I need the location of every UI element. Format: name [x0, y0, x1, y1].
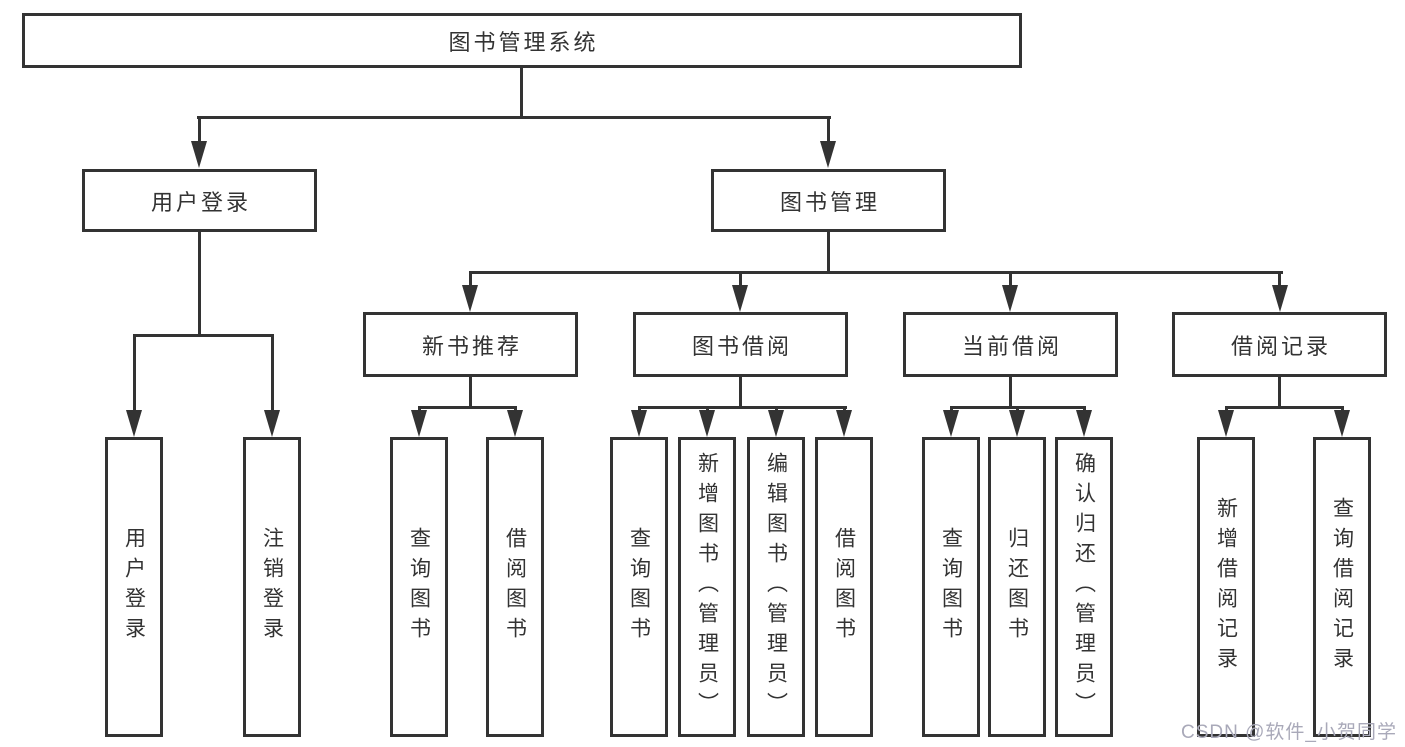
node-borrowing-records: 借阅记录: [1172, 312, 1387, 377]
leaf-add-book-admin: 新增图书（管理员）: [678, 437, 736, 737]
leaf-query-book-recommend: 查询图书: [390, 437, 448, 737]
node-book-borrowing: 图书借阅: [633, 312, 848, 377]
connector-user-login-rail: [132, 334, 274, 337]
connector-borrowing-records-stub: [1278, 377, 1281, 409]
connector-to-leaf-logout: [270, 334, 274, 416]
node-book-management: 图书管理: [711, 169, 946, 232]
arrowhead-leaf: [631, 410, 647, 437]
connector-to-book-management: [827, 116, 830, 144]
node-new-book-recommendation: 新书推荐: [363, 312, 578, 377]
leaf-query-book-current: 查询图书: [922, 437, 980, 737]
arrowhead-book-management: [820, 141, 836, 168]
leaf-borrow-book-recommend: 借阅图书: [486, 437, 544, 737]
connector-book-management-stub: [827, 232, 830, 274]
arrowhead-leaf: [1334, 410, 1350, 437]
arrowhead-book-borrowing: [732, 285, 748, 312]
arrowhead-current-borrowing: [1002, 285, 1018, 312]
leaf-query-book-borrowing: 查询图书: [610, 437, 668, 737]
arrowhead-leaf: [699, 410, 715, 437]
node-root: 图书管理系统: [22, 13, 1022, 68]
connector-to-borrowing-records: [1278, 271, 1281, 289]
connector-to-book-borrowing: [739, 271, 742, 289]
csdn-watermark: CSDN @软件_小贺同学: [1181, 722, 1397, 743]
arrowhead-leaf: [411, 410, 427, 437]
connector-user-login-stub: [197, 232, 201, 337]
leaf-confirm-return-admin: 确认归还（管理员）: [1055, 437, 1113, 737]
node-current-borrowing: 当前借阅: [903, 312, 1118, 377]
connector-to-user-login: [197, 116, 201, 144]
leaf-return-book: 归还图书: [988, 437, 1046, 737]
arrowhead-leaf: [768, 410, 784, 437]
arrowhead-borrowing-records: [1272, 285, 1288, 312]
connector-new-book-rail: [417, 406, 517, 409]
arrowhead-leaf: [836, 410, 852, 437]
connector-new-book-stub: [469, 377, 472, 409]
leaf-user-login: 用户登录: [105, 437, 163, 737]
connector-current-borrowing-stub: [1009, 377, 1012, 409]
arrowhead-new-book: [462, 285, 478, 312]
leaf-query-borrow-record: 查询借阅记录: [1313, 437, 1371, 737]
node-user-login: 用户登录: [82, 169, 317, 232]
arrowhead-leaf: [507, 410, 523, 437]
connector-level3-rail: [468, 271, 1283, 274]
connector-book-borrowing-stub: [739, 377, 742, 409]
arrowhead-leaf: [1218, 410, 1234, 437]
leaf-add-borrow-record: 新增借阅记录: [1197, 437, 1255, 737]
connector-root-stub: [520, 68, 523, 118]
leaf-logout: 注销登录: [243, 437, 301, 737]
arrowhead-leaf-logout: [264, 410, 280, 437]
arrowhead-user-login: [191, 141, 207, 168]
connector-borrowing-records-rail: [1224, 406, 1344, 409]
connector-book-borrowing-rail: [637, 406, 847, 409]
connector-to-new-book: [469, 271, 472, 289]
arrowhead-leaf: [943, 410, 959, 437]
arrowhead-leaf-login: [126, 410, 142, 437]
arrowhead-leaf: [1009, 410, 1025, 437]
connector-to-current-borrowing: [1009, 271, 1012, 289]
leaf-edit-book-admin: 编辑图书（管理员）: [747, 437, 805, 737]
connector-to-leaf-login: [132, 334, 136, 416]
connector-level2-rail: [197, 116, 831, 119]
arrowhead-leaf: [1076, 410, 1092, 437]
leaf-borrow-book: 借阅图书: [815, 437, 873, 737]
